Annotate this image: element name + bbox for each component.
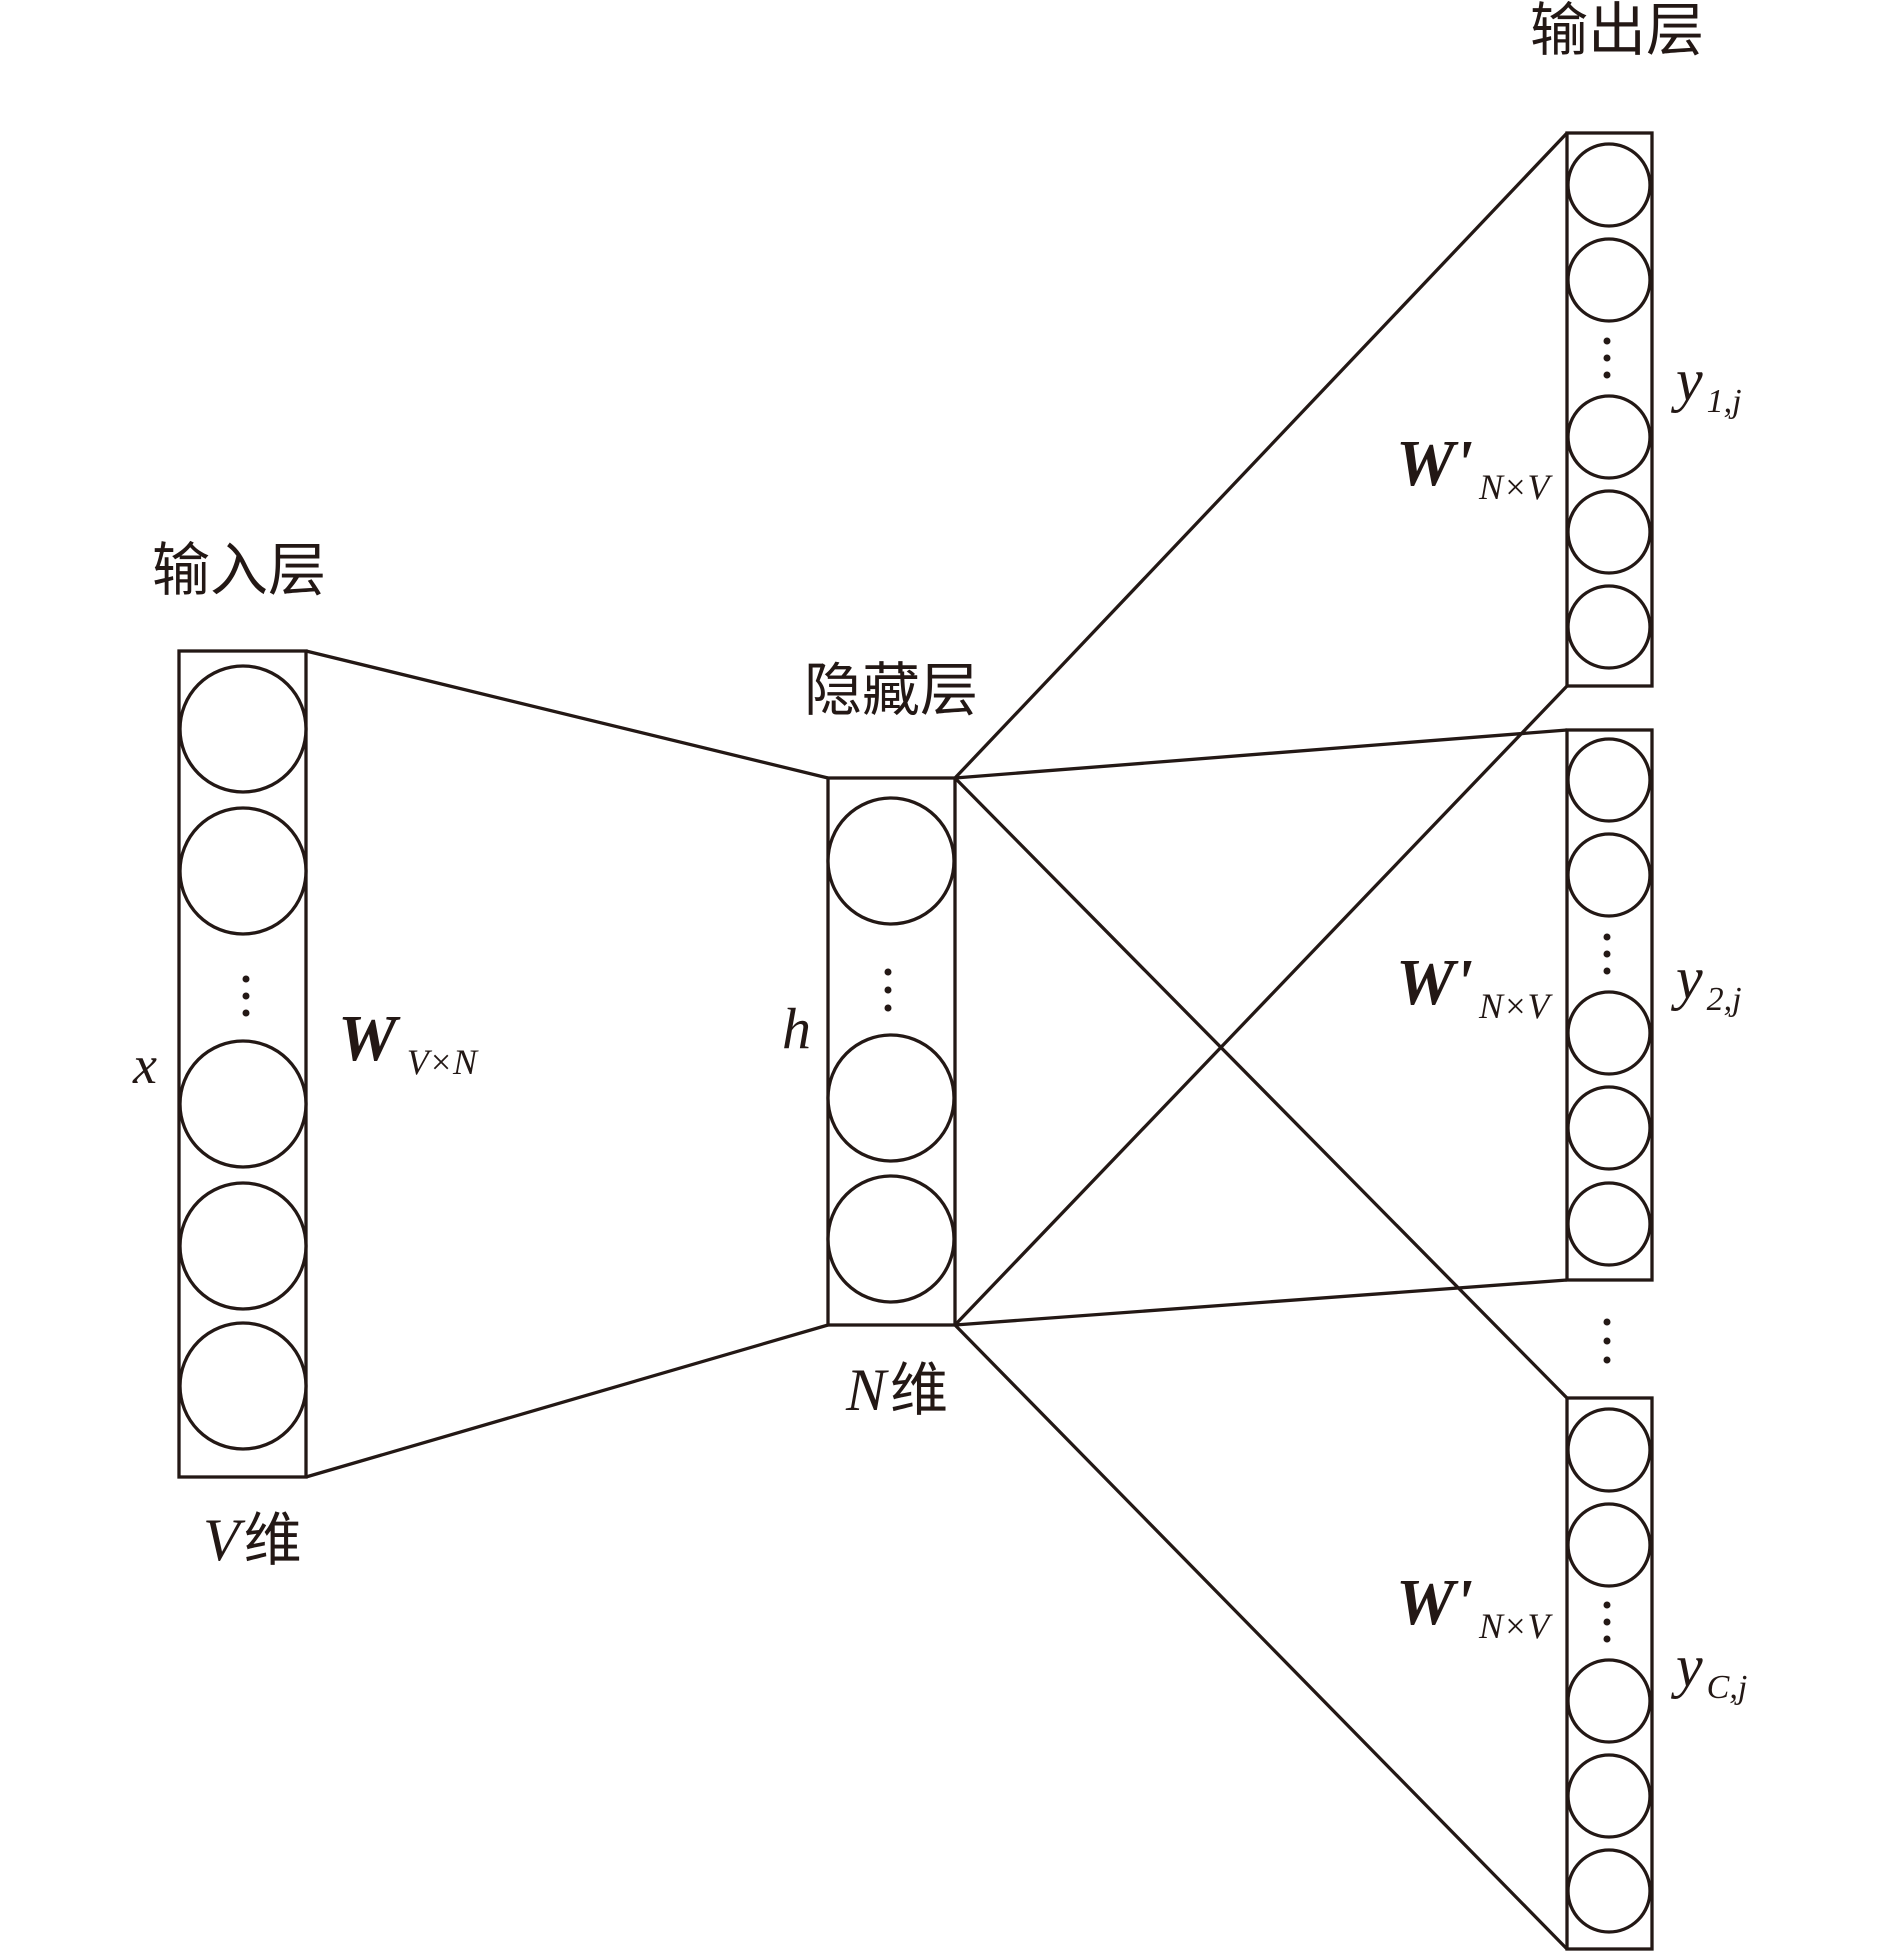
output-weight-label: W' N×V [1396, 427, 1553, 507]
hidden-neuron [826, 796, 956, 926]
input-dim-var: V [203, 1507, 246, 1573]
input-hidden-bottom-line [305, 1323, 829, 1479]
input-weight-subscript: V×N [407, 1042, 479, 1082]
input-layer-title: 输入层 [152, 536, 326, 604]
output-neuron [1566, 237, 1652, 323]
hidden-neuron [826, 1174, 956, 1304]
output-neuron [1566, 990, 1652, 1076]
input-layer: 输入层 x W V×N V 维 [132, 536, 479, 1574]
output-ellipsis [1603, 933, 1611, 975]
hidden-outputC-top-line [953, 776, 1569, 1400]
input-vector-label: x [132, 1035, 157, 1095]
between-panels-ellipsis [1603, 1318, 1611, 1364]
output-label-sub: C,j [1707, 1669, 1748, 1706]
output-weight-symbol: W' [1396, 946, 1473, 1019]
output-panel-box [1565, 1396, 1654, 1951]
output-neuron [1566, 1085, 1652, 1171]
input-weight-symbol: W [338, 1002, 401, 1075]
output-ellipsis [1603, 337, 1611, 379]
hidden-output2-bottom-line [954, 1278, 1568, 1327]
output-label-main: y [1670, 945, 1703, 1011]
hidden-ellipsis [884, 968, 892, 1012]
input-ellipsis [242, 975, 250, 1017]
input-hidden-top-line [305, 649, 829, 780]
hidden-dim-var: N [845, 1357, 889, 1423]
output-neuron [1566, 489, 1652, 575]
output-weight-subscript: N×V [1478, 1606, 1553, 1646]
output-neuron [1566, 1407, 1652, 1493]
output-neuron [1566, 1753, 1652, 1839]
hidden-layer-box [826, 776, 957, 1327]
output-weight-symbol: W' [1396, 427, 1473, 500]
hidden-vector-label: h [782, 996, 811, 1061]
input-neuron [178, 1181, 308, 1311]
hidden-dim-label: N 维 [845, 1356, 948, 1424]
output-ellipsis [1603, 1601, 1611, 1643]
output-neuron [1566, 1658, 1652, 1744]
hidden-layer-title: 隐藏层 [804, 656, 978, 724]
output-label-main: y [1670, 1633, 1703, 1699]
hidden-outputC-bottom-line [953, 1323, 1569, 1951]
hidden-neuron [826, 1033, 956, 1163]
hidden-output2-top-line [954, 728, 1568, 780]
input-neuron [178, 1321, 308, 1451]
output-label-main: y [1670, 347, 1703, 413]
output-layer-title: 输出层 [1530, 0, 1704, 64]
output-panel-label: y 1,j [1670, 347, 1742, 420]
output-label-sub: 1,j [1707, 383, 1742, 420]
output-neuron [1566, 1181, 1652, 1267]
output-neuron [1566, 1502, 1652, 1588]
output-weight-label: W' N×V [1396, 946, 1553, 1026]
hidden-output1-top-line [953, 131, 1569, 780]
input-layer-box [177, 649, 308, 1479]
input-neuron [178, 806, 308, 936]
input-neuron [178, 664, 308, 794]
input-weight-label: W V×N [338, 1002, 479, 1082]
output-weight-subscript: N×V [1478, 986, 1553, 1026]
connections [305, 131, 1569, 1951]
output-label-sub: 2,j [1707, 981, 1742, 1018]
hidden-dim-suffix: 维 [890, 1356, 948, 1424]
output-panel-box [1565, 728, 1654, 1282]
input-dim-label: V 维 [203, 1506, 302, 1574]
hidden-layer: 隐藏层 h N 维 [782, 656, 978, 1424]
output-weight-subscript: N×V [1478, 467, 1553, 507]
output-panel-2: W' N×V y 2,j [1396, 728, 1742, 1282]
output-panel-1: W' N×V y 1,j [1396, 131, 1742, 688]
output-neuron [1566, 737, 1652, 823]
output-weight-label: W' N×V [1396, 1566, 1553, 1646]
output-panel-C: W' N×V y C,j [1396, 1396, 1747, 1951]
input-dim-suffix: 维 [244, 1506, 302, 1574]
output-panel-label: y 2,j [1670, 945, 1742, 1018]
output-neuron [1566, 142, 1652, 228]
output-panel-label: y C,j [1670, 1633, 1747, 1706]
output-panel-box [1565, 131, 1654, 688]
output-neuron [1566, 1848, 1652, 1934]
input-neuron [178, 1039, 308, 1169]
output-neuron [1566, 394, 1652, 480]
output-layer: 输出层 W' N×V y 1,j [1396, 0, 1747, 1951]
output-neuron [1566, 584, 1652, 670]
output-weight-symbol: W' [1396, 1566, 1473, 1639]
hidden-output1-bottom-line [953, 684, 1569, 1327]
output-neuron [1566, 832, 1652, 918]
